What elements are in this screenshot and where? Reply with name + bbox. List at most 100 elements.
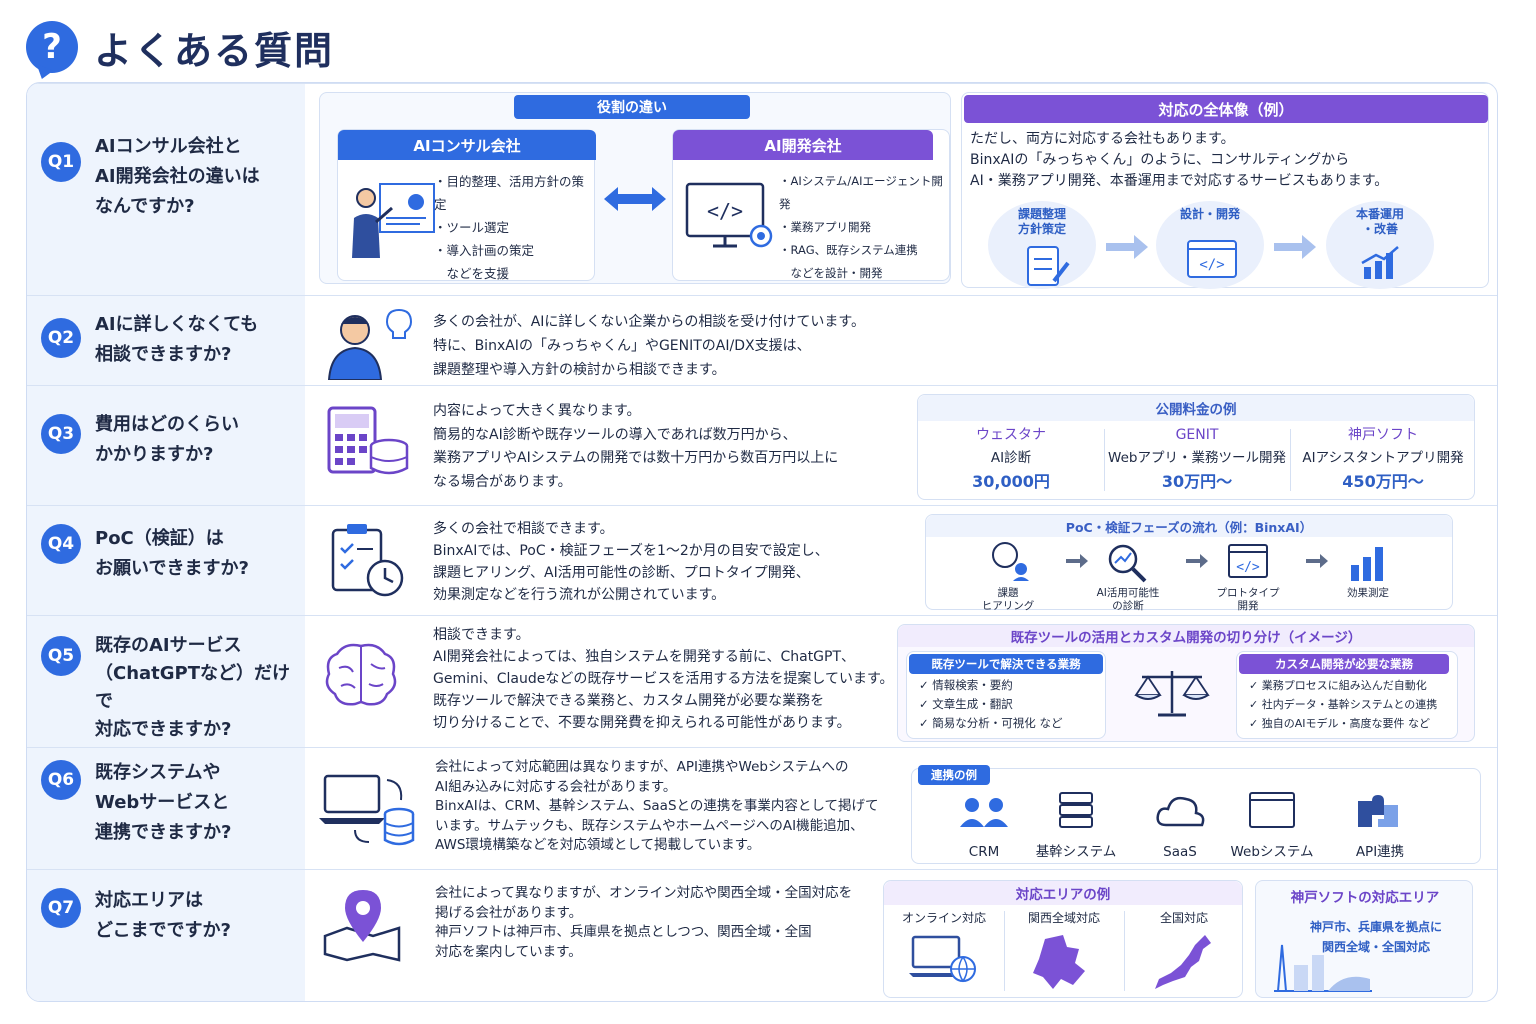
existing-tools-title: 既存ツールで解決できる業務	[909, 654, 1103, 674]
poc-arrow-icon	[1186, 553, 1208, 573]
price-amount: 450万円〜	[1342, 472, 1424, 491]
overall-box: 対応の全体像（例） ただし、両方に対応する会社もあります。 BinxAIの「みっ…	[961, 92, 1489, 289]
faq-row-q1: Q1 AIコンサル会社と AI開発会社の違いは なんですか? 役割の違い AIコ…	[27, 83, 1497, 295]
cloud-icon	[1156, 796, 1205, 827]
poc-arrow-icon	[1066, 553, 1088, 573]
q3-question: 費用はどのくらい かかりますか?	[95, 414, 239, 465]
q1-badge: Q1	[41, 142, 81, 182]
kobe-box: 神戸ソフトの対応エリア 神戸市、兵庫県を拠点に 関西全域・全国対応	[1255, 880, 1473, 998]
svg-text:</>: </>	[707, 199, 743, 223]
price-divider	[1290, 429, 1291, 491]
balance-scale-icon	[1134, 671, 1210, 717]
q2-badge: Q2	[41, 318, 81, 358]
roles-title: 役割の違い	[514, 95, 750, 119]
laptop-database-icon	[319, 774, 415, 846]
overall-title: 対応の全体像（例）	[964, 95, 1488, 123]
area-label: オンライン対応	[901, 911, 986, 925]
svg-text:</>: </>	[1236, 560, 1260, 575]
area-item: 全国対応	[1124, 909, 1244, 999]
poc-step-label: プロトタイプ 開発	[1216, 587, 1280, 612]
poc-arrow-icon	[1306, 553, 1328, 573]
q3-badge: Q3	[41, 414, 81, 454]
brain-icon	[325, 643, 397, 706]
dev-items: ・AIシステム/AIエージェント開発 ・業務アプリ開発 ・RAG、既存システム連…	[779, 174, 943, 280]
page-title: よくある質問	[94, 28, 335, 73]
calculator-coins-icon	[327, 406, 409, 475]
area-title: 対応エリアの例	[884, 881, 1242, 905]
price-title: 公開料金の例	[918, 395, 1474, 421]
measurement-icon	[1351, 547, 1383, 581]
integration-label: CRM	[968, 844, 1000, 860]
prototype-icon: </>	[1228, 544, 1268, 578]
price-service: AI診断	[990, 450, 1032, 466]
laptop-globe-icon	[909, 935, 976, 983]
faq-row-q5: Q5 既存のAIサービス （ChatGPTなど）だけで 対応できますか? 相談で…	[27, 615, 1497, 747]
consult-title: AIコンサル会社	[338, 130, 596, 160]
checklist-icon	[1027, 246, 1070, 286]
step3-label: 本番運用 ・改善	[1355, 207, 1404, 236]
page-header: ? よくある質問	[26, 20, 334, 74]
code-monitor-icon: </>	[685, 182, 773, 248]
roles-box: 役割の違い AIコンサル会社 ・目的整理、活用方針の策定 ・ツール選定 ・導入計…	[319, 92, 951, 284]
dev-title: AI開発会社	[673, 130, 933, 160]
q3-answer: 内容によって大きく異なります。 簡易的なAI診断や既存ツールの導入であれば数万円…	[433, 403, 839, 490]
step2-label: 設計・開発	[1179, 207, 1240, 221]
consult-items: ・目的整理、活用方針の策定 ・ツール選定 ・導入計画の策定 などを支援	[434, 174, 585, 281]
double-arrow-icon	[604, 187, 666, 211]
poc-step: 効果測定	[1316, 541, 1420, 600]
poc-step: AI活用可能性 の診断	[1076, 541, 1180, 613]
web-window-icon	[1249, 792, 1295, 828]
q2-answer: 多くの会社が、AIに詳しくない企業からの相談を受け付けています。 特に、Binx…	[433, 314, 866, 378]
bar-chart-icon	[1361, 246, 1399, 279]
area-item: 関西全域対応	[1004, 909, 1124, 999]
q6-question: 既存システムや Webサービスと 連携できますか?	[95, 762, 232, 843]
faq-row-q4: Q4 PoC（検証）は お願いできますか? 多くの会社で相談できます。 Binx…	[27, 505, 1497, 615]
integration-item: SaaS	[1124, 791, 1236, 863]
integration-label: Webシステム	[1230, 844, 1314, 860]
poc-step-label: AI活用可能性 の診断	[1096, 587, 1160, 612]
poc-step: 課題 ヒアリング	[956, 541, 1060, 613]
integration-item: API連携	[1324, 791, 1436, 863]
step1-label: 課題整理 方針策定	[1017, 207, 1066, 236]
area-divider	[1124, 911, 1125, 991]
price-amount: 30万円〜	[1161, 472, 1233, 491]
existing-tools-card: 既存ツールで解決できる業務 ✓ 情報検索・要約 ✓ 文章生成・翻訳 ✓ 簡易な分…	[906, 651, 1106, 739]
hearing-icon	[992, 542, 1029, 581]
q4-question: PoC（検証）は お願いできますか?	[95, 528, 249, 579]
diagnosis-icon	[1108, 544, 1147, 583]
area-divider	[1004, 911, 1005, 991]
q7-answer: 会社によって異なりますが、オンライン対応や関西全域・全国対応を 掲げる会社があり…	[435, 885, 853, 960]
custom-dev-items: ✓ 業務プロセスに組み込んだ自動化 ✓ 社内データ・基幹システムとの連携 ✓ 独…	[1249, 679, 1438, 730]
q5-badge: Q5	[41, 636, 81, 676]
faq-row-q6: Q6 既存システムや Webサービスと 連携できますか? 会社によって対応範囲は…	[27, 747, 1497, 869]
poc-step: </> プロトタイプ 開発	[1196, 541, 1300, 613]
q7-question: 対応エリアは どこまでですか?	[95, 890, 231, 941]
q6-answer: 会社によって対応範囲は異なりますが、API連携やWebシステムへの AI組み込み…	[435, 759, 879, 853]
integration-label: API連携	[1355, 844, 1405, 860]
faq-row-q7: Q7 対応エリアは どこまでですか? 会社によって異なりますが、オンライン対応や…	[27, 869, 1497, 1001]
server-icon	[1059, 792, 1093, 828]
q5-question: 既存のAIサービス （ChatGPTなど）だけで 対応できますか?	[95, 635, 291, 740]
existing-tools-items: ✓ 情報検索・要約 ✓ 文章生成・翻訳 ✓ 簡易な分析・可視化 など	[919, 678, 1063, 730]
arrow-right-icon-2	[1274, 235, 1316, 259]
svg-text:</>: </>	[1199, 257, 1224, 273]
kobe-port-tower-icon	[1274, 944, 1372, 992]
price-amount: 30,000円	[972, 472, 1050, 491]
integration-item: 基幹システム	[1020, 791, 1132, 863]
poc-flow-box: PoC・検証フェーズの流れ（例：BinxAI） 課題 ヒアリング AI活用可能性 …	[925, 514, 1453, 613]
price-divider	[1104, 429, 1105, 491]
q2-question: AIに詳しくなくても 相談できますか?	[95, 314, 259, 365]
poc-flow-title: PoC・検証フェーズの流れ（例：BinxAI）	[926, 515, 1452, 537]
custom-dev-title: カスタム開発が必要な業務	[1239, 654, 1449, 674]
kobe-title: 神戸ソフトの対応エリア	[1290, 890, 1440, 906]
crm-icon	[960, 798, 1008, 827]
arrow-right-icon	[1106, 235, 1148, 259]
overall-text: ただし、両方に対応する会社もあります。 BinxAIの「みっちゃくん」のように、…	[970, 131, 1389, 189]
integration-label: SaaS	[1163, 844, 1197, 860]
q1-question: AIコンサル会社と AI開発会社の違いは なんですか?	[95, 136, 260, 217]
custom-dev-card: カスタム開発が必要な業務 ✓ 業務プロセスに組み込んだ自動化 ✓ 社内データ・基…	[1236, 651, 1458, 739]
q4-badge: Q4	[41, 524, 81, 564]
